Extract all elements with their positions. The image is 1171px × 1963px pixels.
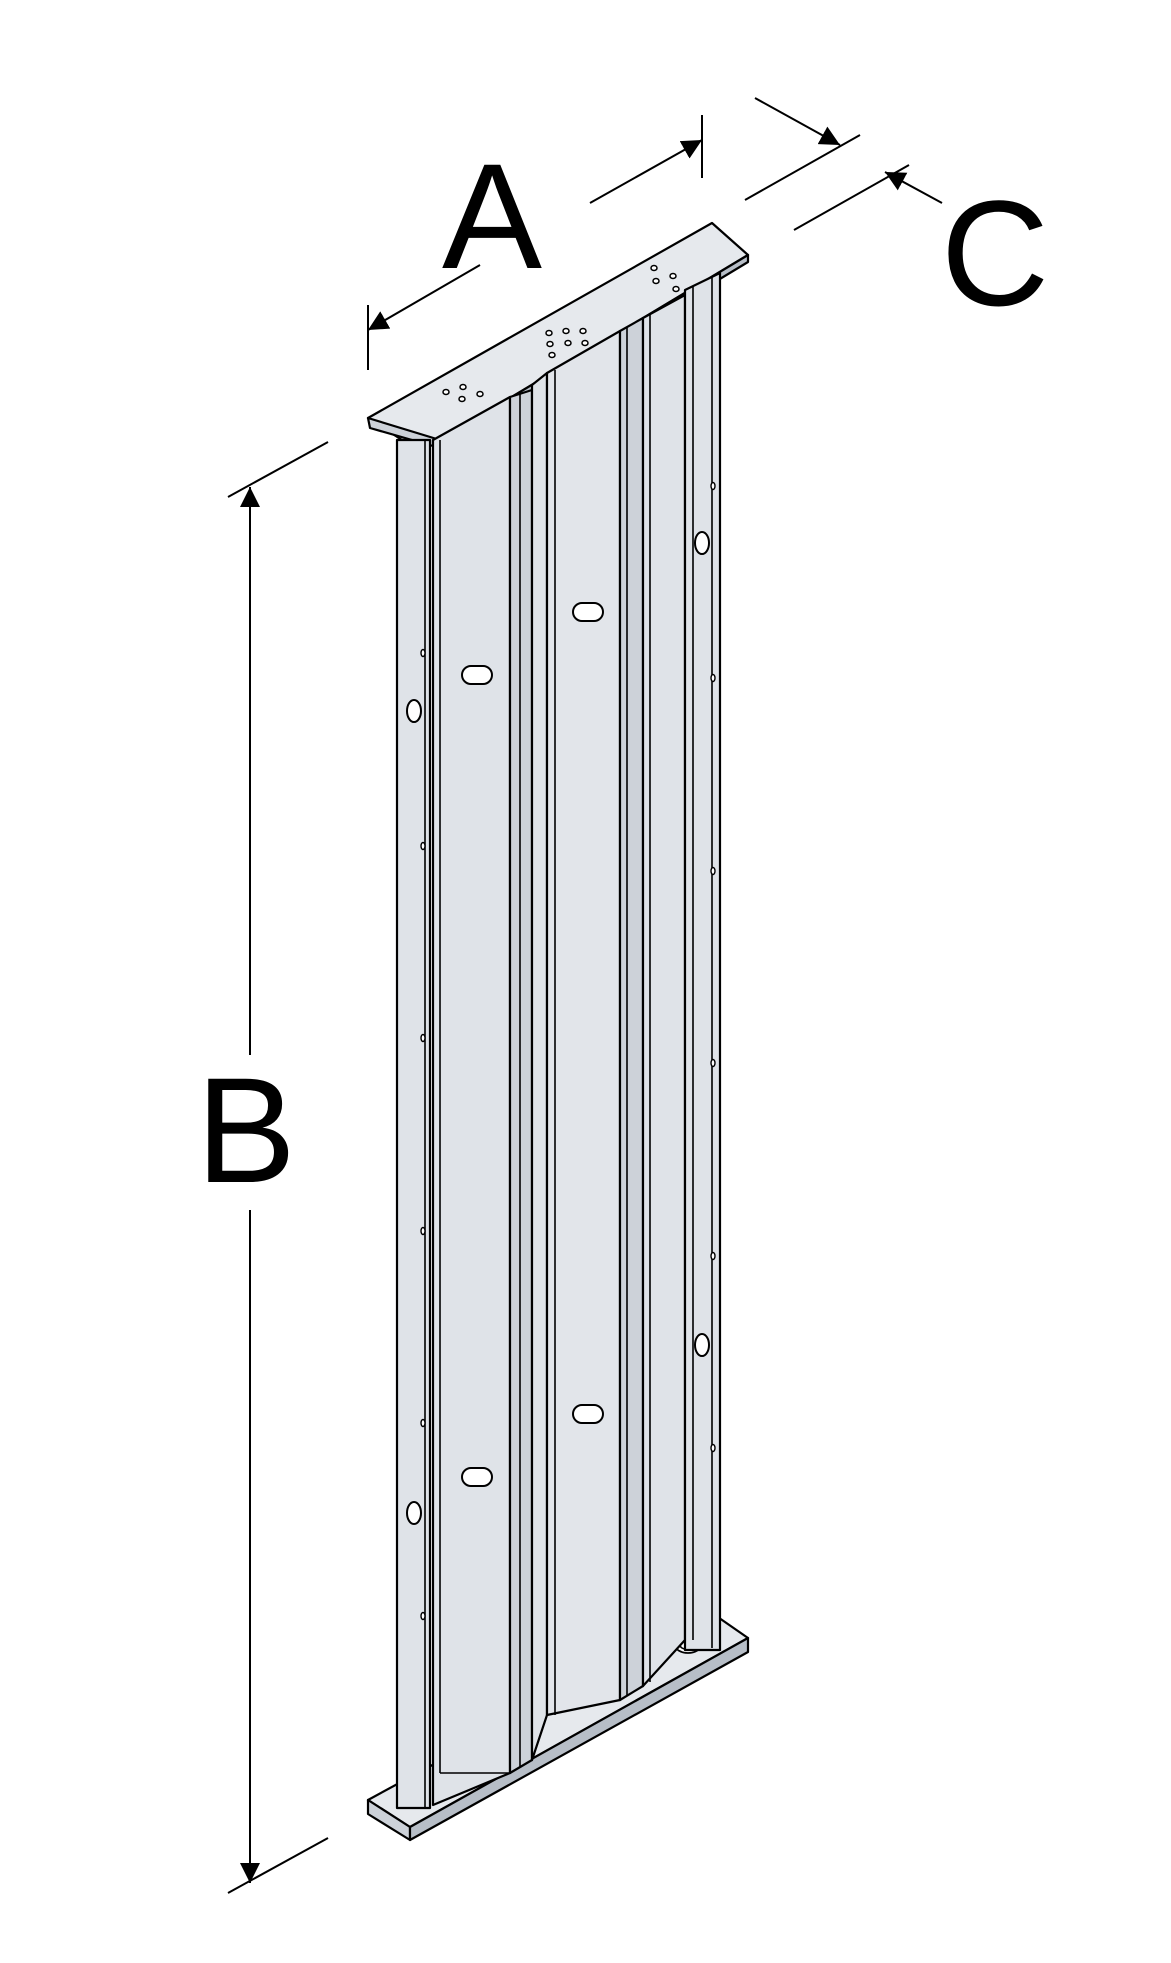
label-b: B: [196, 1046, 296, 1214]
pin-holes: [420, 481, 716, 1621]
top-plate-holes: [442, 264, 680, 403]
slot-holes: [461, 602, 604, 1487]
dimension-b: B: [196, 441, 329, 1894]
dimension-a: A: [367, 115, 703, 370]
label-a: A: [442, 132, 542, 300]
label-c: C: [941, 169, 1049, 337]
column-body: [395, 271, 722, 1810]
flange-holes: [406, 531, 710, 1525]
dimension-c: C: [744, 97, 1049, 337]
